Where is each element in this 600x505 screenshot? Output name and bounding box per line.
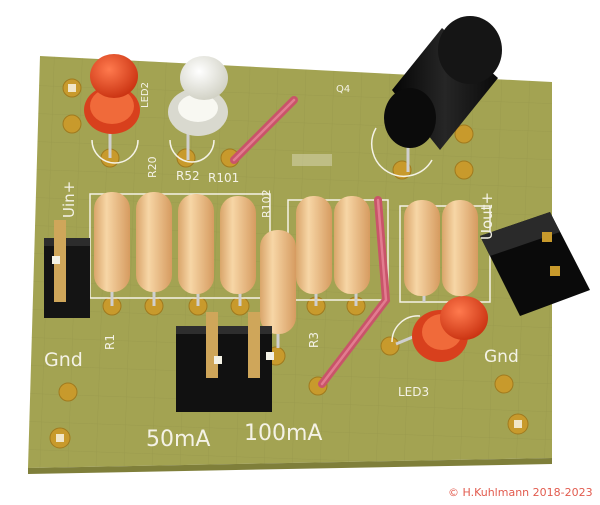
label-r102: R102: [260, 189, 273, 218]
label-uin: Uin+: [60, 181, 78, 218]
resistor: [136, 192, 172, 306]
resistor: [220, 196, 256, 306]
label-r52: R52: [176, 169, 200, 183]
resistor: [178, 194, 214, 306]
silkscreen-text: Uin+ Uout+ Gnd Gnd 50mA 100mA LED2 LED3 …: [44, 82, 519, 452]
header-left: [44, 220, 90, 318]
resistor: [296, 196, 332, 306]
label-q4: Q4: [336, 84, 350, 95]
resistor: [94, 192, 130, 306]
label-r101: R101: [208, 171, 239, 185]
label-led2: LED2: [140, 82, 151, 108]
label-led3: LED3: [398, 385, 429, 399]
led-red-top: [84, 54, 140, 158]
label-uout: Uout+: [478, 192, 496, 240]
resistor: [404, 200, 440, 302]
led-white: [168, 56, 228, 160]
jumper-wires: [230, 96, 391, 388]
resistor: [442, 200, 478, 302]
copyright-text: © H.Kuhlmann 2018-2023: [448, 486, 593, 499]
label-gnd-left: Gnd: [44, 349, 83, 371]
label-r1: R1: [103, 334, 117, 350]
led-red-bottom: [395, 296, 488, 362]
label-r3: R3: [307, 332, 321, 348]
resistor: [260, 230, 296, 348]
label-gnd-right: Gnd: [484, 347, 519, 367]
header-jumper: [176, 312, 274, 412]
label-100ma: 100mA: [244, 421, 322, 446]
header-right: [480, 212, 590, 316]
label-r20: R20: [146, 156, 159, 178]
resistors: [94, 192, 478, 348]
label-50ma: 50mA: [146, 427, 210, 452]
transistor-q4: [384, 16, 502, 172]
resistor: [334, 196, 370, 306]
